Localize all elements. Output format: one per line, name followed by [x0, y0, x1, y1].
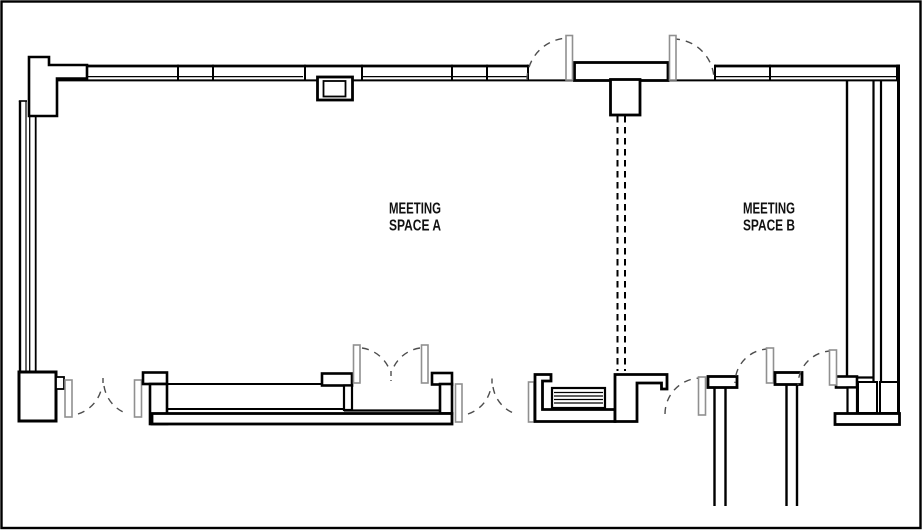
- door-swing-arc: [664, 377, 702, 415]
- door-swing-arc: [797, 350, 833, 386]
- room-b-label-line2: SPACE B: [743, 218, 795, 235]
- louver-slats: [554, 391, 603, 404]
- square-column-inner: [322, 80, 347, 98]
- room-a-label-line1: MEETING: [389, 201, 441, 218]
- door-leaf: [697, 376, 707, 416]
- door-leaf-left: [454, 383, 463, 423]
- door-leaf: [828, 349, 838, 386]
- alcove-double-door: [352, 344, 429, 384]
- door-leaf: [765, 347, 775, 384]
- corner-shaft-right: [879, 381, 899, 414]
- corner-wall-stub: [846, 386, 859, 415]
- top-left-corner-pier: [27, 55, 89, 118]
- entry-wall-panel: [573, 61, 670, 82]
- room-label-meeting-space-a: MEETING SPACE A: [389, 201, 445, 235]
- partition-pocket-pier: [613, 373, 669, 423]
- bottom-left-pier-step: [55, 376, 65, 390]
- door-bottom-3: [797, 349, 838, 386]
- room-label-meeting-space-b: MEETING SPACE B: [743, 201, 799, 235]
- alcove-right-pier: [438, 382, 454, 415]
- bottom-center-wall: [533, 373, 669, 423]
- room-b-label-line1: MEETING: [743, 201, 795, 218]
- alcove-left-pier-bar: [141, 371, 169, 386]
- corridor-jamb-block: [834, 375, 859, 389]
- door-swing-arc: [672, 38, 715, 81]
- door-leaf-left: [64, 379, 73, 418]
- left-window-wall: [17, 100, 65, 423]
- double-door-bottom-center: [454, 378, 535, 423]
- door-swing-arc: [734, 348, 770, 384]
- bottom-right-doors: [664, 347, 838, 506]
- door-leaf: [565, 34, 574, 81]
- door-swing-arc: [526, 37, 570, 81]
- door-swing-arc-left: [77, 385, 103, 415]
- corner-shaft-left: [857, 381, 878, 414]
- alcove-mid-pier: [342, 384, 354, 412]
- door-leaf-left: [352, 344, 361, 384]
- room-a-label-line2: SPACE A: [389, 218, 441, 235]
- entry-door-b: [668, 34, 715, 81]
- corridor-pier-1-wall-stub: [713, 387, 727, 506]
- corridor-glazing-lines: [872, 81, 883, 382]
- bottom-left-corner-pier: [17, 370, 58, 423]
- door-leaf: [668, 34, 677, 81]
- door-bottom-1: [664, 376, 707, 416]
- louvered-cabinet: [550, 386, 607, 410]
- corridor-pier-2-wall-stub: [785, 384, 799, 506]
- door-bottom-2: [734, 347, 775, 384]
- top-window-wall: [27, 34, 898, 118]
- double-door-bottom-left: [64, 378, 143, 418]
- corridor-pier-1-bar: [706, 375, 739, 389]
- bottom-right-wall-band: [833, 412, 901, 426]
- door-swing-arc-left: [361, 347, 391, 372]
- right-corridor-wall: [833, 64, 901, 426]
- corridor-pier-2-bar: [773, 371, 804, 386]
- alcove-mid-pier-bar: [320, 372, 354, 387]
- door-swing-arc-left: [467, 386, 492, 415]
- door-leaf-right: [420, 344, 429, 384]
- alcove-outer-wall-band: [150, 412, 454, 426]
- folding-partition-track: [616, 116, 626, 371]
- door-leaf-right: [133, 379, 143, 418]
- louver-left-pier: [533, 373, 617, 423]
- storage-alcove: [141, 344, 454, 426]
- center-column: [609, 78, 642, 117]
- door-leaf-right: [527, 381, 535, 423]
- door-swing-arc-right: [391, 347, 421, 372]
- entry-door-a: [526, 34, 574, 81]
- door-swing-arc-right: [103, 385, 129, 415]
- door-swing-arc-right: [492, 386, 517, 415]
